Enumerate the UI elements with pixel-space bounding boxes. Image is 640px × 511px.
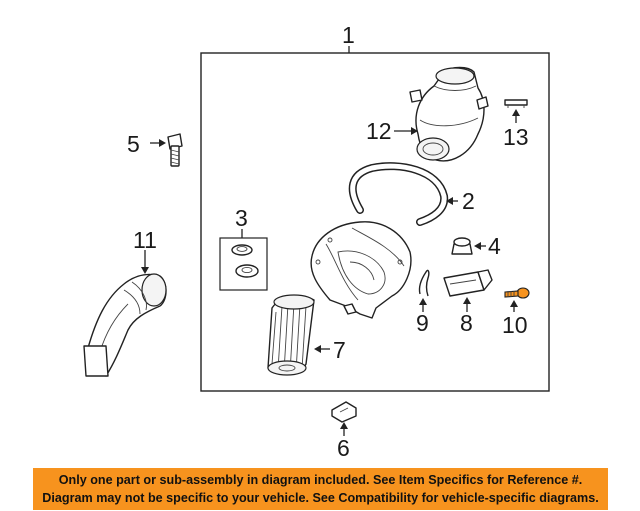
- arrowhead-6: [340, 422, 348, 429]
- part-12-resonator[interactable]: [409, 66, 489, 162]
- part-9-clip[interactable]: [418, 269, 430, 297]
- notice-line-2: Diagram may not be specific to your vehi…: [42, 491, 599, 505]
- arrowhead-4: [474, 242, 481, 250]
- assembly-frame: [200, 52, 550, 392]
- arrowhead-10: [510, 300, 518, 307]
- callout-3: 3: [235, 205, 248, 231]
- notice-banner: Only one part or sub-assembly in diagram…: [33, 468, 608, 510]
- notice-line-1: Only one part or sub-assembly in diagram…: [58, 473, 583, 487]
- callout-9: 9: [416, 310, 429, 336]
- callout-1: 1: [342, 22, 355, 48]
- arrowhead-5: [159, 139, 166, 147]
- callout-4: 4: [488, 233, 501, 259]
- part-5-bolt[interactable]: [167, 133, 183, 167]
- arrowhead-7: [314, 345, 321, 353]
- callout-13: 13: [503, 124, 529, 150]
- callout-7: 7: [333, 337, 346, 363]
- callout-12: 12: [366, 118, 392, 144]
- arrowhead-8: [463, 297, 471, 304]
- part-2-hose[interactable]: [348, 162, 449, 226]
- callout-5: 5: [127, 131, 140, 157]
- part-11-duct[interactable]: [83, 273, 167, 377]
- part-10-screw[interactable]: [504, 287, 530, 299]
- arrowhead-12: [411, 127, 418, 135]
- part-3-grommets[interactable]: [219, 237, 268, 291]
- part-8-sensor[interactable]: [443, 269, 493, 297]
- callout-2: 2: [462, 188, 475, 214]
- callout-8: 8: [460, 310, 473, 336]
- arrowhead-13: [512, 109, 520, 116]
- callout-6: 6: [337, 435, 350, 460]
- air-cleaner-housing[interactable]: [310, 221, 412, 319]
- arrowhead-2: [446, 197, 453, 205]
- part-13-clip[interactable]: [504, 99, 528, 108]
- part-7-filter[interactable]: [267, 294, 315, 376]
- parts-diagram: 1 12 13 2 5 3: [83, 22, 550, 460]
- part-6-bracket[interactable]: [331, 401, 357, 423]
- arrowhead-11: [141, 267, 149, 274]
- callout-10: 10: [502, 312, 528, 338]
- arrowhead-9: [419, 298, 427, 305]
- part-4-grommet[interactable]: [451, 237, 473, 255]
- callout-11: 11: [133, 227, 157, 253]
